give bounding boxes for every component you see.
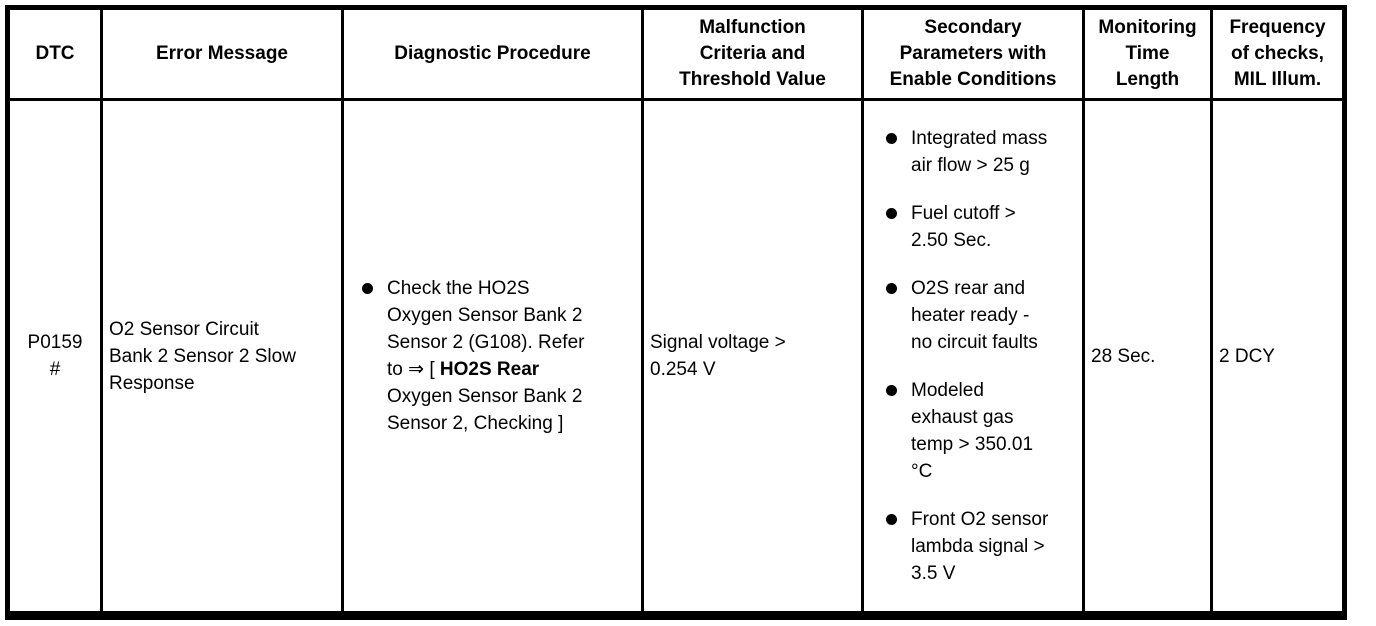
cell-frequency: 2 DCY [1210,98,1346,617]
bullet-icon [886,283,897,294]
cell-secondary-parameters: Integrated mass air flow > 25 g Fuel cut… [861,98,1085,617]
frequency-text: 2 DCY [1219,345,1275,367]
header-cell-malfunction-criteria: Malfunction Criteria and Threshold Value [641,6,864,101]
cell-error-message: O2 Sensor Circuit Bank 2 Sensor 2 Slow R… [100,98,344,617]
cell-dtc: P0159 # [6,98,103,617]
table-body: P0159 # O2 Sensor Circuit Bank 2 Sensor … [6,98,1346,617]
diagnostic-procedure-text: Check the HO2S Oxygen Sensor Bank 2 Sens… [373,275,584,437]
header-cell-secondary-parameters: Secondary Parameters with Enable Conditi… [861,6,1085,101]
bullet-icon [362,283,373,294]
diagnostic-text-before: Check the HO2S Oxygen Sensor Bank 2 Sens… [387,278,585,380]
secondary-parameter-item: Modeled exhaust gas temp > 350.01 °C [886,377,1080,485]
header-label-secondary-parameters: Secondary Parameters with Enable Conditi… [889,17,1057,90]
header-cell-frequency: Frequency of checks, MIL Illum. [1210,6,1346,101]
diagnostic-text-after: Oxygen Sensor Bank 2 Sensor 2, Checking … [387,386,583,434]
table-row-p0159: P0159 # O2 Sensor Circuit Bank 2 Sensor … [6,98,1346,617]
bullet-icon [886,133,897,144]
secondary-parameter-text: O2S rear and heater ready - no circuit f… [911,278,1038,353]
secondary-parameter-text: Front O2 sensor lambda signal > 3.5 V [911,509,1049,584]
bullet-icon [886,208,897,219]
secondary-parameter-text: Integrated mass air flow > 25 g [911,128,1048,176]
secondary-parameter-item: O2S rear and heater ready - no circuit f… [886,275,1080,356]
table-header: DTC Error Message Diagnostic Procedure M… [6,6,1346,101]
secondary-parameter-item: Integrated mass air flow > 25 g [886,125,1080,179]
header-cell-monitoring-time: Monitoring Time Length [1082,6,1213,101]
secondary-parameter-text: Modeled exhaust gas temp > 350.01 °C [911,380,1034,482]
cell-malfunction-criteria: Signal voltage > 0.254 V [641,98,864,617]
header-label-monitoring-time: Monitoring Time Length [1098,17,1197,90]
bullet-icon [886,514,897,525]
diagnostic-procedure-item: Check the HO2S Oxygen Sensor Bank 2 Sens… [362,275,637,437]
secondary-parameter-item: Front O2 sensor lambda signal > 3.5 V [886,506,1080,587]
header-cell-diagnostic-procedure: Diagnostic Procedure [341,6,644,101]
bullet-icon [886,385,897,396]
header-label-dtc: DTC [35,43,75,64]
monitoring-time-text: 28 Sec. [1091,345,1156,367]
error-message-text: O2 Sensor Circuit Bank 2 Sensor 2 Slow R… [109,318,296,394]
header-cell-error-message: Error Message [100,6,344,101]
dtc-code: P0159 [27,332,83,353]
header-label-malfunction-criteria: Malfunction Criteria and Threshold Value [679,17,826,90]
header-label-diagnostic-procedure: Diagnostic Procedure [394,43,591,64]
header-label-frequency: Frequency of checks, MIL Illum. [1229,17,1326,90]
secondary-parameter-item: Fuel cutoff > 2.50 Sec. [886,200,1080,254]
dtc-table: DTC Error Message Diagnostic Procedure M… [5,5,1347,620]
reference-link-text: HO2S Rear [439,359,540,380]
header-row: DTC Error Message Diagnostic Procedure M… [6,6,1346,101]
header-label-error-message: Error Message [155,43,288,64]
cell-monitoring-time: 28 Sec. [1082,98,1213,617]
cell-diagnostic-procedure: Check the HO2S Oxygen Sensor Bank 2 Sens… [341,98,644,617]
secondary-parameter-text: Fuel cutoff > 2.50 Sec. [911,203,1016,251]
dtc-suffix: # [49,359,61,380]
header-cell-dtc: DTC [6,6,103,101]
malfunction-criteria-text: Signal voltage > 0.254 V [650,332,786,380]
